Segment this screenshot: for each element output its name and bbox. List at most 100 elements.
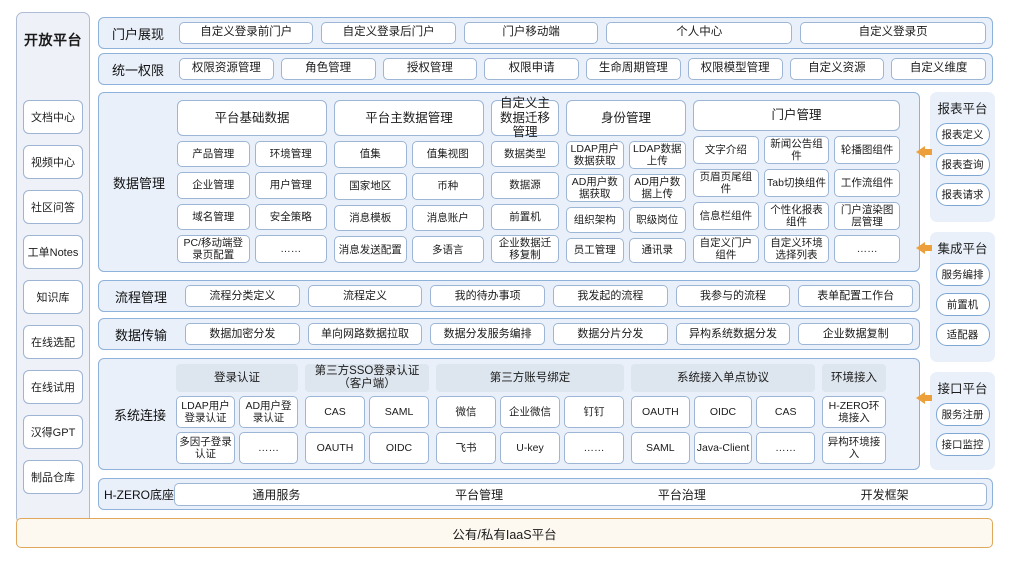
dm-cell-3-3-1[interactable]: 通讯录 <box>628 237 686 263</box>
portal-item-1[interactable]: 自定义登录后门户 <box>321 22 456 44</box>
sidebar-item-4[interactable]: 知识库 <box>23 280 83 314</box>
dm-cell-0-2-1[interactable]: 安全策略 <box>254 203 327 230</box>
sc-cell-2-0-1[interactable]: 企业微信 <box>500 396 560 428</box>
portal-item-4[interactable]: 自定义登录页 <box>800 22 987 44</box>
dm-cell-0-0-0[interactable]: 产品管理 <box>177 141 250 168</box>
hzero-item-0[interactable]: 通用服务 <box>252 487 301 502</box>
dm-cell-0-1-0[interactable]: 企业管理 <box>177 172 250 199</box>
right-rail-item-2-1[interactable]: 接口监控 <box>935 433 990 456</box>
sidebar-item-8[interactable]: 制品仓库 <box>23 460 83 494</box>
dm-cell-1-0-1[interactable]: 值集视图 <box>411 141 484 168</box>
dm-cell-1-1-1[interactable]: 币种 <box>411 172 484 200</box>
sc-cell-0-1-0[interactable]: 多因子登录认证 <box>176 432 235 464</box>
dm-cell-4-0-0[interactable]: 文字介绍 <box>693 135 759 164</box>
dm-cell-4-3-1[interactable]: 自定义环境选择列表 <box>763 234 830 263</box>
dm-cell-3-0-1[interactable]: LDAP数据上传 <box>628 141 686 170</box>
portal-item-0[interactable]: 自定义登录前门户 <box>179 22 314 44</box>
dm-cell-4-1-1[interactable]: Tab切换组件 <box>763 168 830 197</box>
transfer-item-1[interactable]: 单向网路数据拉取 <box>307 323 423 345</box>
right-rail-item-1-1[interactable]: 前置机 <box>935 293 990 316</box>
transfer-item-4[interactable]: 异构系统数据分发 <box>675 323 791 345</box>
hzero-item-1[interactable]: 平台管理 <box>455 487 504 502</box>
transfer-item-5[interactable]: 企业数据复制 <box>798 323 914 345</box>
dm-cell-4-3-0[interactable]: 自定义门户组件 <box>693 234 759 263</box>
permission-item-6[interactable]: 自定义资源 <box>789 58 885 80</box>
dm-cell-2-3-0[interactable]: 企业数据迁移复制 <box>491 234 559 264</box>
dm-cell-3-3-0[interactable]: 员工管理 <box>566 237 624 263</box>
sidebar-item-1[interactable]: 视频中心 <box>23 145 83 179</box>
dm-cell-1-3-0[interactable]: 消息发送配置 <box>334 236 407 263</box>
permission-item-7[interactable]: 自定义维度 <box>891 58 986 80</box>
dm-cell-1-2-0[interactable]: 消息模板 <box>334 204 407 232</box>
process-item-3[interactable]: 我发起的流程 <box>553 285 668 307</box>
permission-item-0[interactable]: 权限资源管理 <box>179 58 274 80</box>
sc-cell-2-0-2[interactable]: 钉钉 <box>564 396 624 428</box>
dm-column-head-0[interactable]: 平台基础数据 <box>177 100 327 136</box>
dm-cell-2-1-0[interactable]: 数据源 <box>491 172 559 199</box>
process-item-0[interactable]: 流程分类定义 <box>185 285 300 307</box>
sc-cell-3-0-1[interactable]: OIDC <box>693 396 753 428</box>
process-item-4[interactable]: 我参与的流程 <box>675 285 791 307</box>
right-rail-item-2-0[interactable]: 服务注册 <box>935 403 990 426</box>
dm-cell-1-2-1[interactable]: 消息账户 <box>411 204 484 232</box>
sc-cell-2-1-1[interactable]: U-key <box>500 432 560 464</box>
sc-cell-2-1-0[interactable]: 飞书 <box>436 432 496 464</box>
dm-cell-0-1-1[interactable]: 用户管理 <box>254 172 327 199</box>
portal-item-3[interactable]: 个人中心 <box>606 22 793 44</box>
dm-column-head-2[interactable]: 自定义主数据迁移管理 <box>491 96 559 139</box>
hzero-item-3[interactable]: 开发框架 <box>860 487 909 502</box>
dm-cell-0-0-1[interactable]: 环境管理 <box>254 141 327 168</box>
sc-cell-3-0-0[interactable]: OAUTH <box>631 396 690 428</box>
sc-cell-0-1-1[interactable]: …… <box>239 432 298 464</box>
right-rail-item-0-0[interactable]: 报表定义 <box>935 123 990 146</box>
sidebar-item-3[interactable]: 工单Notes <box>23 235 83 269</box>
right-rail-item-1-0[interactable]: 服务编排 <box>935 263 990 286</box>
dm-cell-0-3-1[interactable]: …… <box>254 234 327 264</box>
dm-cell-3-2-0[interactable]: 组织架构 <box>566 207 624 233</box>
permission-item-4[interactable]: 生命周期管理 <box>586 58 681 80</box>
sidebar-item-2[interactable]: 社区问答 <box>23 190 83 224</box>
dm-cell-4-0-1[interactable]: 新闻公告组件 <box>763 135 830 164</box>
process-item-5[interactable]: 表单配置工作台 <box>798 285 914 307</box>
sidebar-item-6[interactable]: 在线试用 <box>23 370 83 404</box>
dm-cell-4-3-2[interactable]: …… <box>834 234 901 263</box>
dm-column-head-4[interactable]: 门户管理 <box>693 100 900 131</box>
sc-cell-2-1-2[interactable]: …… <box>564 432 624 464</box>
dm-column-head-3[interactable]: 身份管理 <box>566 100 686 136</box>
sc-cell-4-1-0[interactable]: 异构环境接入 <box>822 432 886 464</box>
sc-cell-0-0-1[interactable]: AD用户登录认证 <box>239 396 298 428</box>
sc-cell-3-1-2[interactable]: …… <box>756 432 816 464</box>
transfer-item-2[interactable]: 数据分发服务编排 <box>430 323 546 345</box>
permission-item-3[interactable]: 权限申请 <box>484 58 579 80</box>
sidebar-item-5[interactable]: 在线选配 <box>23 325 83 359</box>
dm-cell-3-1-1[interactable]: AD用户数据上传 <box>628 174 686 203</box>
sc-cell-2-0-0[interactable]: 微信 <box>436 396 496 428</box>
process-item-2[interactable]: 我的待办事项 <box>430 285 546 307</box>
sc-cell-1-1-1[interactable]: OIDC <box>369 432 429 464</box>
transfer-item-0[interactable]: 数据加密分发 <box>185 323 300 345</box>
permission-item-1[interactable]: 角色管理 <box>280 58 376 80</box>
permission-item-2[interactable]: 授权管理 <box>382 58 478 80</box>
dm-cell-1-3-1[interactable]: 多语言 <box>411 236 484 263</box>
sidebar-item-0[interactable]: 文档中心 <box>23 100 83 134</box>
dm-cell-4-0-2[interactable]: 轮播图组件 <box>834 135 901 164</box>
dm-cell-0-3-0[interactable]: PC/移动端登录页配置 <box>177 234 250 264</box>
sc-cell-4-0-0[interactable]: H-ZERO环境接入 <box>822 396 886 428</box>
dm-cell-4-1-0[interactable]: 页眉页尾组件 <box>693 168 759 197</box>
sc-cell-0-0-0[interactable]: LDAP用户登录认证 <box>176 396 235 428</box>
process-item-1[interactable]: 流程定义 <box>307 285 423 307</box>
hzero-item-2[interactable]: 平台治理 <box>657 487 706 502</box>
dm-cell-3-2-1[interactable]: 职级岗位 <box>628 207 686 233</box>
transfer-item-3[interactable]: 数据分片分发 <box>553 323 668 345</box>
dm-cell-1-0-0[interactable]: 值集 <box>334 141 407 168</box>
dm-cell-4-2-2[interactable]: 门户渲染图层管理 <box>834 201 901 230</box>
sc-cell-3-1-0[interactable]: SAML <box>631 432 690 464</box>
dm-cell-2-0-0[interactable]: 数据类型 <box>491 141 559 168</box>
sc-cell-1-0-1[interactable]: SAML <box>369 396 429 428</box>
dm-cell-4-1-2[interactable]: 工作流组件 <box>834 168 901 197</box>
dm-cell-3-1-0[interactable]: AD用户数据获取 <box>566 174 624 203</box>
permission-item-5[interactable]: 权限模型管理 <box>687 58 783 80</box>
portal-item-2[interactable]: 门户移动端 <box>463 22 599 44</box>
right-rail-item-0-1[interactable]: 报表查询 <box>935 153 990 176</box>
dm-cell-1-1-0[interactable]: 国家地区 <box>334 172 407 200</box>
